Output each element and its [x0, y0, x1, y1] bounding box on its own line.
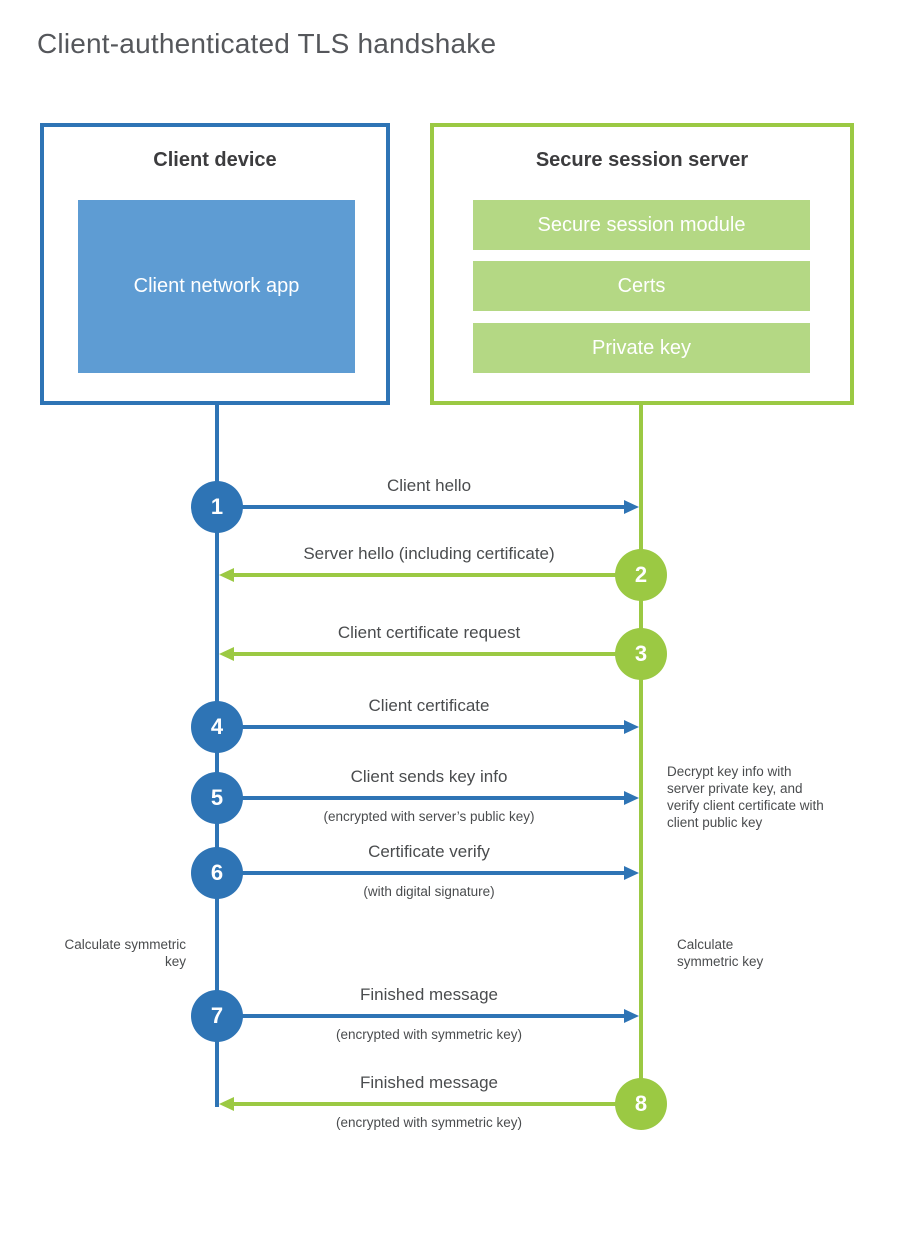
client-network-app-box: Client network app: [78, 200, 355, 373]
arrow-left-icon: [219, 567, 641, 583]
step-2-label: Server hello (including certificate): [303, 544, 555, 563]
arrow-right-icon: [217, 1008, 639, 1024]
server-private-key-bar: Private key: [473, 323, 810, 373]
step-5-badge: 5: [191, 772, 243, 824]
decrypt-key-note: Decrypt key info with server private key…: [667, 764, 824, 830]
step-7-label: Finished message: [360, 985, 498, 1004]
page-title: Client-authenticated TLS handshake: [37, 28, 497, 59]
client-device-box: Client device Client network app: [40, 123, 390, 405]
arrow-right-icon: [217, 790, 639, 806]
arrow-left-icon: [219, 646, 641, 662]
server-certs-bar: Certs: [473, 261, 810, 311]
server-lifeline: [639, 405, 643, 1108]
step-8-sublabel: (encrypted with symmetric key): [335, 1115, 523, 1130]
step-8-label: Finished message: [360, 1073, 498, 1092]
step-7-badge: 7: [191, 990, 243, 1042]
secure-session-server-box: Secure session server Secure session mod…: [430, 123, 854, 405]
client-lifeline: [215, 405, 219, 1107]
step-3-badge: 3: [615, 628, 667, 680]
arrow-right-icon: [217, 499, 639, 515]
server-module-bar: Secure session module: [473, 200, 810, 250]
server-heading: Secure session server: [535, 149, 749, 171]
step-7-sublabel: (encrypted with symmetric key): [335, 1027, 523, 1042]
step-5-label: Client sends key info: [350, 767, 508, 786]
calc-symmetric-key-note-client: Calculate symmetric key: [64, 937, 186, 969]
calc-symmetric-key-note-server: Calculate symmetric key: [677, 937, 764, 969]
step-8-badge: 8: [615, 1078, 667, 1130]
step-5-sublabel: (encrypted with server’s public key): [323, 809, 535, 824]
step-1-label: Client hello: [386, 476, 472, 495]
client-device-heading: Client device: [153, 149, 277, 171]
step-2-badge: 2: [615, 549, 667, 601]
arrow-left-icon: [219, 1096, 641, 1112]
step-6-badge: 6: [191, 847, 243, 899]
client-network-app-label: Client network app: [133, 275, 300, 297]
step-4-label: Client certificate: [368, 696, 490, 715]
step-6-sublabel: (with digital signature): [363, 884, 495, 899]
arrow-right-icon: [217, 719, 639, 735]
step-1-badge: 1: [191, 481, 243, 533]
step-3-label: Client certificate request: [337, 623, 521, 642]
step-4-badge: 4: [191, 701, 243, 753]
arrow-right-icon: [217, 865, 639, 881]
step-6-label: Certificate verify: [368, 842, 490, 861]
